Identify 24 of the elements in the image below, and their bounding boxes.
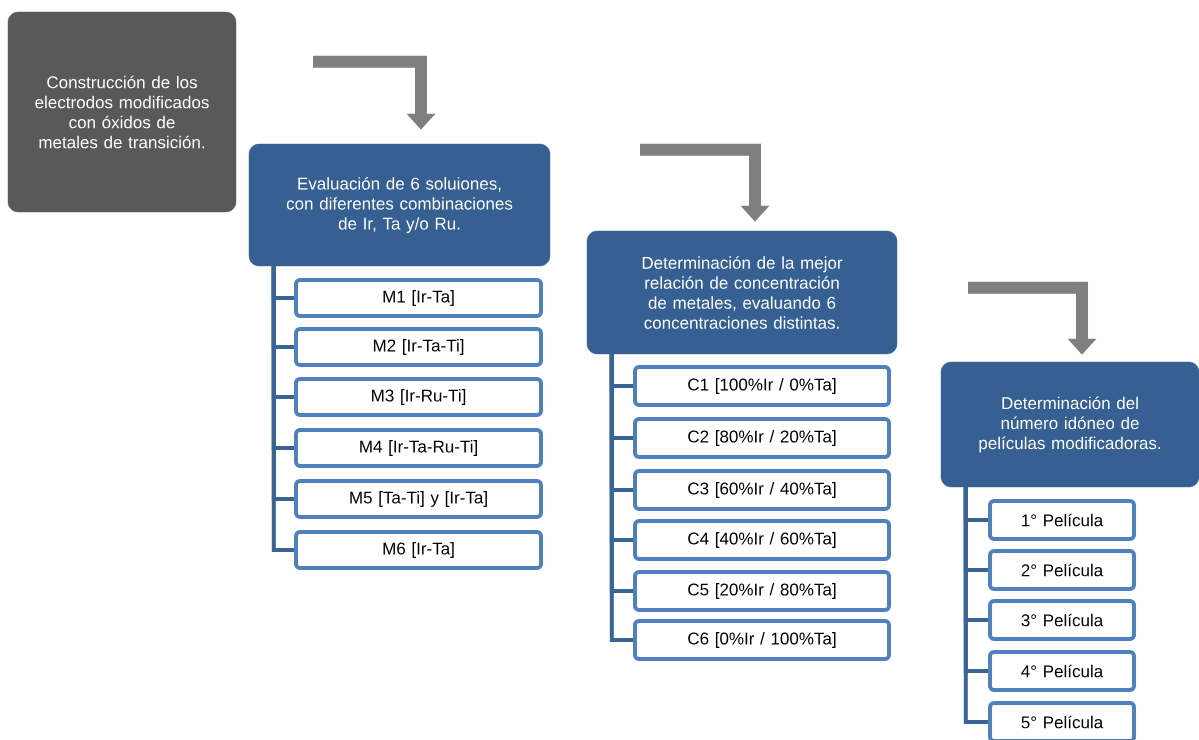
item-box: 4° Película	[988, 650, 1136, 692]
item-box: 2° Película	[988, 549, 1136, 591]
item-box: M1 [Ir-Ta]	[294, 278, 543, 318]
item-box: C2 [80%Ir / 20%Ta]	[633, 417, 891, 459]
item-box: C1 [100%Ir / 0%Ta]	[633, 365, 891, 407]
item-box: M5 [Ta-Ti] y [Ir-Ta]	[294, 479, 543, 519]
item-box: 1° Película	[988, 499, 1136, 541]
item-box: M2 [Ir-Ta-Ti]	[294, 327, 543, 367]
item-box: C6 [0%Ir / 100%Ta]	[633, 619, 891, 661]
process-box: Determinación de la mejor relación de concentración de metales, evaluando 6 concentraciones distintas.	[586, 230, 898, 355]
item-box: M4 [Ir-Ta-Ru-Ti]	[294, 428, 543, 468]
item-box: C5 [20%Ir / 80%Ta]	[633, 570, 891, 612]
item-box: M6 [Ir-Ta]	[294, 530, 543, 570]
item-box: C3 [60%Ir / 40%Ta]	[633, 469, 891, 511]
item-box: C4 [40%Ir / 60%Ta]	[633, 519, 891, 561]
connector-line	[271, 266, 294, 552]
connector-line	[609, 354, 633, 642]
process-box: Determinación del número idóneo de películas modificadoras.	[940, 361, 1199, 488]
process-box: Construcción de los electrodos modificados con óxidos de metales de transición.	[7, 11, 237, 213]
item-box: 3° Película	[988, 599, 1136, 641]
process-box: Evaluación de 6 soluiones, con diferentes combinaciones de Ir, Ta y/o Ru.	[248, 143, 551, 267]
item-box: M3 [Ir-Ru-Ti]	[294, 377, 543, 417]
item-box: 5° Película	[988, 701, 1136, 740]
connector-line	[963, 487, 988, 724]
